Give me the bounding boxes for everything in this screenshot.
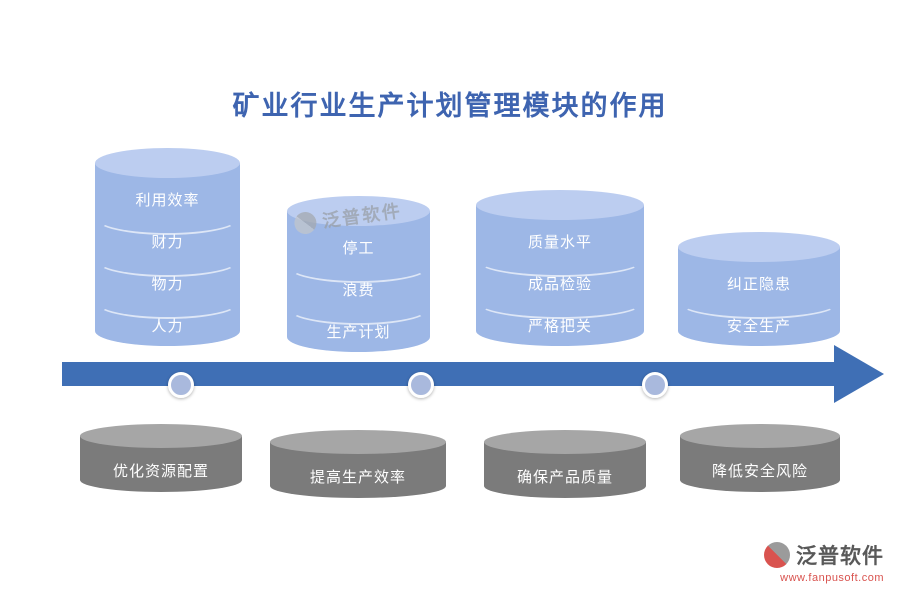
result-cylinder-ensure-quality: 确保产品质量 [484,430,646,498]
arrow-node [168,372,194,398]
fanpu-watermark-icon [292,210,318,236]
cylinder-top [95,148,240,178]
stack-segment: 安全生产 [726,317,791,335]
stack-segment: 纠正隐患 [678,262,840,319]
stack-safety: 纠正隐患 安全生产 [678,232,840,346]
cylinder-body: 确保产品质量 [484,442,646,498]
stack-quality: 质量水平 成品检验 严格把关 [476,190,644,346]
result-label: 确保产品质量 [516,468,613,486]
stack-segment: 生产计划 [326,323,391,341]
fanpu-logo-icon [764,542,790,568]
cylinder-top [678,232,840,262]
cylinder-top [80,424,242,448]
arrow-node [408,372,434,398]
result-cylinder-improve-efficiency: 提高生产效率 [270,430,446,498]
arrow-node [642,372,668,398]
logo-name: 泛普软件 [796,544,884,568]
fanpu-logo: 泛普软件 www.fanpusoft.com [764,540,884,584]
cylinder-body: 利用效率 财力 物力 人力 [95,163,240,346]
stack-segment: 利用效率 [95,178,240,235]
result-cylinder-optimize-resources: 优化资源配置 [80,424,242,492]
result-label: 降低安全风险 [711,462,808,480]
page-title: 矿业行业生产计划管理模块的作用 [232,91,668,121]
stack-segment: 人力 [151,317,184,335]
stack-segment: 质量水平 [476,220,644,277]
stack-segment: 成品检验 [476,262,644,319]
stack-resources: 利用效率 财力 物力 人力 [95,148,240,346]
result-label: 优化资源配置 [112,462,209,480]
cylinder-body: 纠正隐患 安全生产 [678,247,840,346]
cylinder-body: 优化资源配置 [80,436,242,492]
stack-issues: 停工 浪费 生产计划 [287,196,430,352]
cylinder-top [484,430,646,454]
stack-segment: 浪费 [287,268,430,325]
stack-segment: 物力 [95,262,240,319]
cylinder-body: 质量水平 成品检验 严格把关 [476,205,644,346]
result-cylinder-reduce-risk: 降低安全风险 [680,424,840,492]
cylinder-top [270,430,446,454]
cylinder-top [680,424,840,448]
arrow-head-icon [834,345,884,403]
cylinder-body: 停工 浪费 生产计划 [287,211,430,352]
cylinder-top [476,190,644,220]
stack-segment: 严格把关 [527,317,592,335]
result-label: 提高生产效率 [309,468,406,486]
logo-url: www.fanpusoft.com [780,572,884,584]
stack-segment: 财力 [95,220,240,277]
